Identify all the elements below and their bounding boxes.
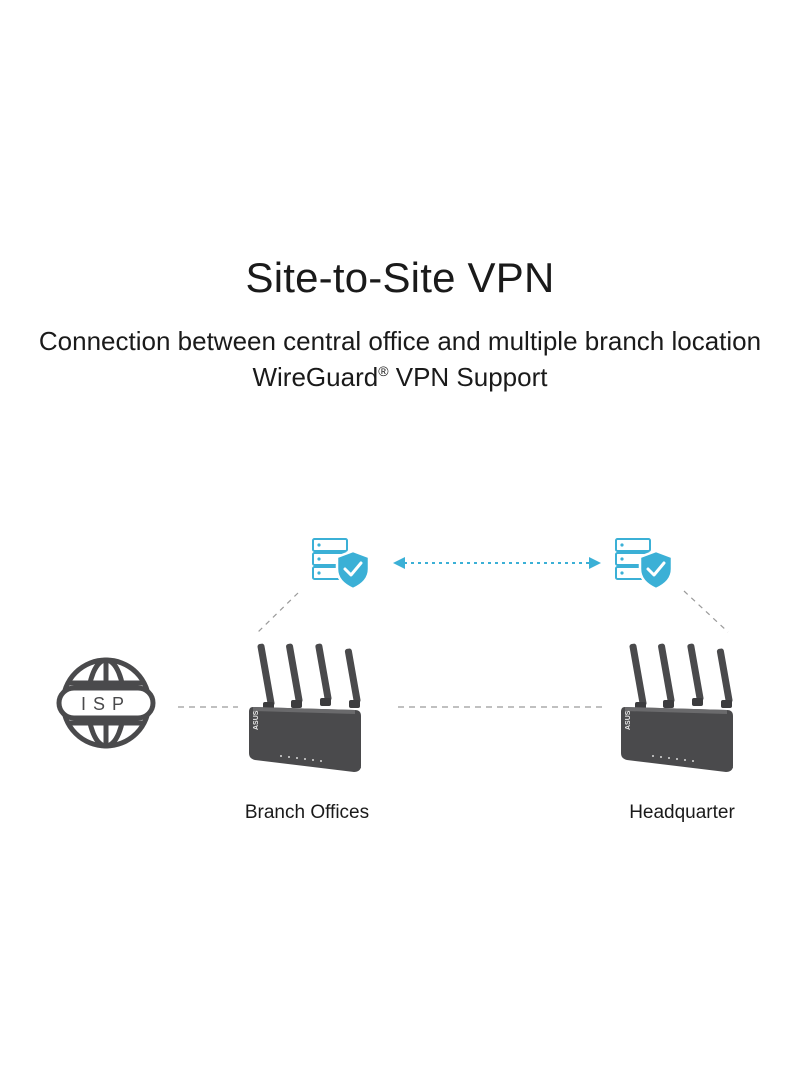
router-logo: ASUS (625, 710, 632, 730)
branch-to-vpn-link (257, 592, 299, 633)
vpn-server-shield-icon (614, 537, 674, 591)
vpn-server-shield-icon (311, 537, 371, 591)
globe-isp-icon: ISP (56, 657, 156, 749)
isp-label: ISP (81, 694, 131, 714)
hq-to-vpn-link (683, 590, 729, 633)
router-logo: ASUS (253, 710, 260, 730)
branch-router-icon: ASUS (249, 643, 361, 772)
registered-mark: ® (378, 363, 389, 379)
branch-offices-label: Branch Offices (244, 802, 370, 823)
headquarter-label: Headquarter (629, 802, 735, 823)
wireguard-label: WireGuard (252, 362, 379, 392)
vpn-support-label: VPN Support (388, 362, 548, 392)
page-title: Site-to-Site VPN (245, 254, 555, 301)
vpn-tunnel-arrow (393, 557, 601, 569)
hq-router-icon: ASUS (621, 643, 733, 772)
subtitle-wireguard: WireGuard® VPN Support (0, 362, 800, 393)
subtitle-description: Connection between central office and mu… (38, 326, 762, 356)
